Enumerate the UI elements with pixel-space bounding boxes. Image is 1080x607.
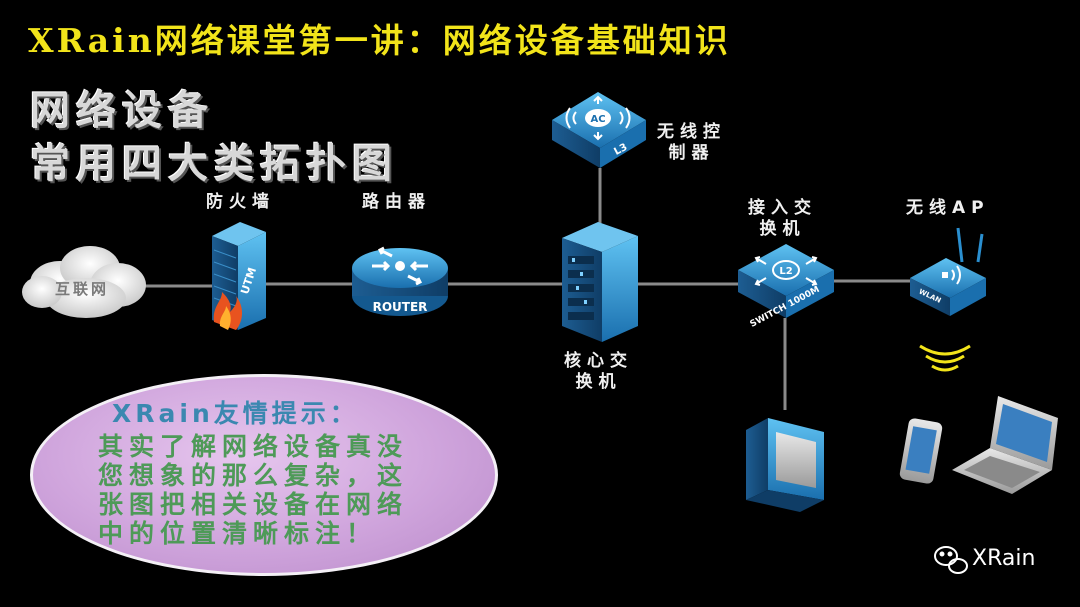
internet-label: 互联网 — [55, 280, 109, 298]
core-switch-label-line-2: 换机 — [575, 372, 622, 392]
core-switch-icon — [562, 222, 638, 342]
core-switch-label: 核心交 换机 — [564, 351, 633, 393]
title-text: 网络课堂第一讲：网络设备基础知识 — [154, 21, 731, 60]
page-title: XRain网络课堂第一讲：网络设备基础知识 — [28, 14, 731, 62]
core-switch-label-line-1: 核心交 — [564, 351, 633, 371]
watermark-text: XRain — [972, 546, 1036, 571]
tip-line-2: 您想象的那么复杂，这 — [98, 461, 409, 490]
ap-label: 无线AP — [906, 198, 990, 218]
router-icon: ROUTER — [352, 246, 448, 316]
router-text: ROUTER — [373, 300, 428, 314]
access-switch-label-line-1: 接入交 — [748, 198, 817, 218]
tip-title: XRain友情提示： — [112, 399, 359, 428]
wechat-icon — [934, 546, 968, 574]
switch-layer: L2 — [779, 266, 792, 277]
subtitle-line-2: 常用四大类拓扑图 — [30, 141, 398, 187]
tip-line-4: 中的位置清晰标注！ — [98, 519, 378, 548]
ac-controller-icon: AC L3 — [552, 92, 646, 168]
title-brand: XRain — [28, 21, 155, 60]
internet-cloud: 互联网 — [22, 246, 146, 318]
ac-label: 无线控 制器 — [657, 122, 726, 164]
links — [140, 168, 910, 410]
tip-line-3: 张图把相关设备在网络 — [98, 490, 409, 519]
tip-bubble — [30, 374, 498, 576]
access-switch-icon: L2 SWITCH 1000M — [738, 244, 834, 330]
access-switch-label-line-2: 换机 — [759, 219, 806, 239]
wireless-ap-icon: WLAN — [910, 227, 986, 316]
firewall-icon: UTM — [212, 222, 266, 330]
ac-label-line-1: 无线控 — [657, 122, 726, 142]
laptop-icon — [952, 396, 1058, 494]
router-label: 路由器 — [362, 192, 431, 212]
tip-line-1: 其实了解网络设备真没 — [98, 432, 409, 461]
pc-icon — [746, 418, 824, 512]
tip-body: 其实了解网络设备真没 您想象的那么复杂，这 张图把相关设备在网络 中的位置清晰标… — [98, 432, 458, 548]
access-switch-label: 接入交 换机 — [748, 198, 817, 240]
firewall-label: 防火墙 — [206, 192, 275, 212]
phone-icon — [899, 418, 943, 484]
ac-label-line-2: 制器 — [668, 143, 715, 163]
wifi-signal-icon — [919, 344, 971, 372]
ac-text: AC — [590, 114, 605, 125]
subtitle-line-1: 网络设备 — [30, 88, 214, 134]
